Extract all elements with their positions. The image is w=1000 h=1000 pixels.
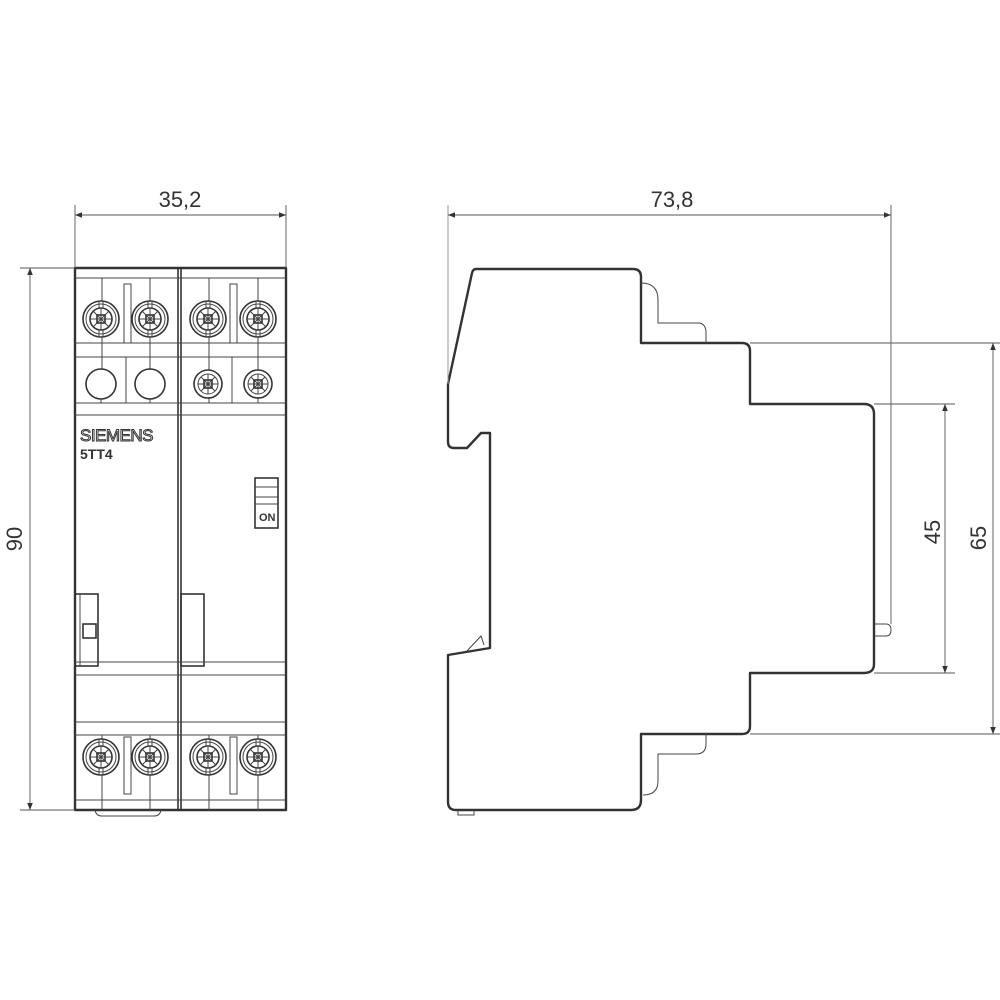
dimension-depth-label: 73,8 [651, 187, 694, 212]
dimension-depth: 73,8 [447, 187, 892, 624]
dimension-width: 35,2 [74, 187, 287, 268]
dimension-width-label: 35,2 [159, 187, 202, 212]
dimension-65-label: 65 [966, 526, 991, 550]
terminal-screw-icon [131, 300, 169, 338]
terminal-screw-icon [82, 738, 120, 776]
dimension-45: 45 [874, 403, 955, 674]
on-switch: ON [254, 477, 279, 529]
dimension-65: 65 [750, 342, 1000, 735]
dimension-height-label: 90 [2, 527, 27, 551]
brand-logo: SIEMENS [80, 426, 153, 445]
terminal-screw-icon [189, 300, 227, 338]
dimension-height: 90 [2, 267, 75, 811]
on-switch-label: ON [259, 512, 276, 524]
terminal-screw-icon [239, 738, 277, 776]
terminal-cover-icon [134, 368, 166, 400]
front-view: SIEMENS 5TT4 ON [73, 266, 288, 817]
model-label: 5TT4 [80, 446, 113, 462]
terminal-screw-icon [239, 300, 277, 338]
terminal-screw-icon [131, 738, 169, 776]
dimension-45-label: 45 [920, 520, 945, 544]
terminal-cover-icon [85, 368, 117, 400]
terminal-screw-icon [243, 369, 273, 399]
terminal-screw-icon [189, 738, 227, 776]
terminal-screw-icon [193, 369, 223, 399]
side-view [446, 267, 892, 816]
terminal-screw-icon [82, 300, 120, 338]
